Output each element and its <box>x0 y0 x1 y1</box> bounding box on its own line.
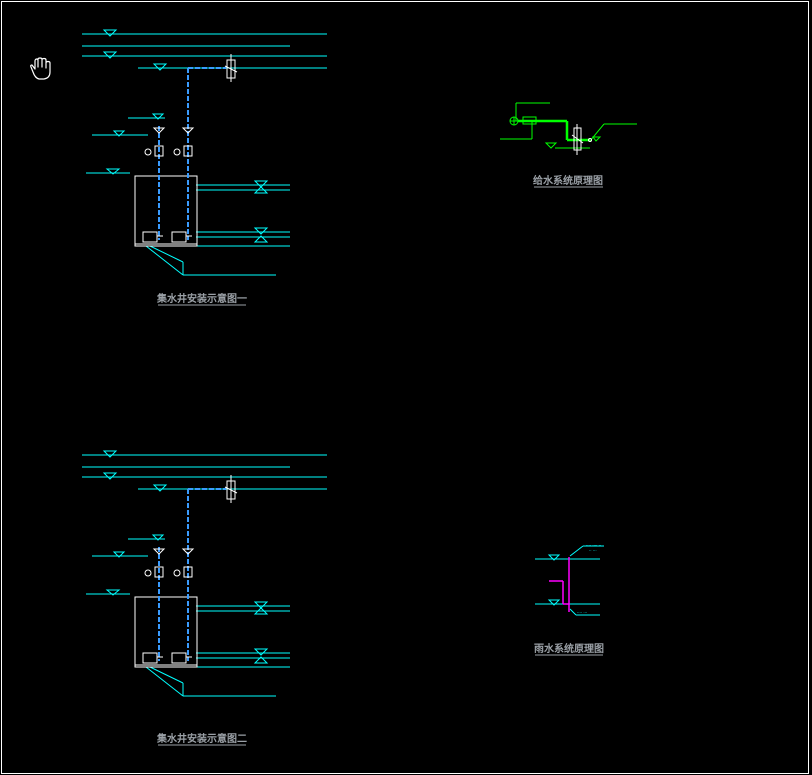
rain-system-diagram: ···· ···· ·· ·· ··· ···· ··· 雨水系统原理图 <box>534 543 604 656</box>
caption-supply: 给水系统原理图 <box>533 174 603 187</box>
svg-text:···· ···: ···· ··· <box>577 610 587 615</box>
sump-diagram-2: 集水井安装示意图二 <box>82 450 327 746</box>
svg-text:···· ···· ··: ···· ···· ·· <box>586 543 601 548</box>
pan-hand-icon[interactable] <box>30 57 51 80</box>
caption-sump-2: 集水井安装示意图二 <box>156 732 247 745</box>
caption-rain: 雨水系统原理图 <box>534 642 604 655</box>
supply-system-diagram: 给水系统原理图 <box>500 102 637 188</box>
svg-text:·· ···: ·· ··· <box>589 548 597 553</box>
caption-sump-1: 集水井安装示意图一 <box>156 292 247 305</box>
sump-diagram-1: 集水井安装示意图一 <box>82 29 327 306</box>
